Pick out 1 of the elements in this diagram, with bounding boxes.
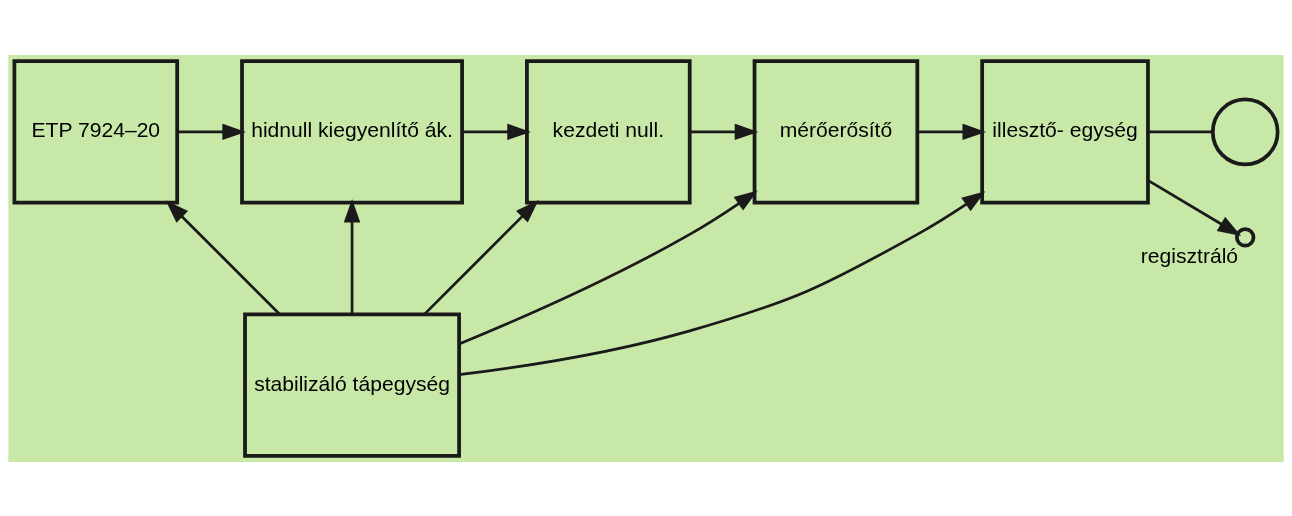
node-label: regisztráló [1140,243,1239,267]
